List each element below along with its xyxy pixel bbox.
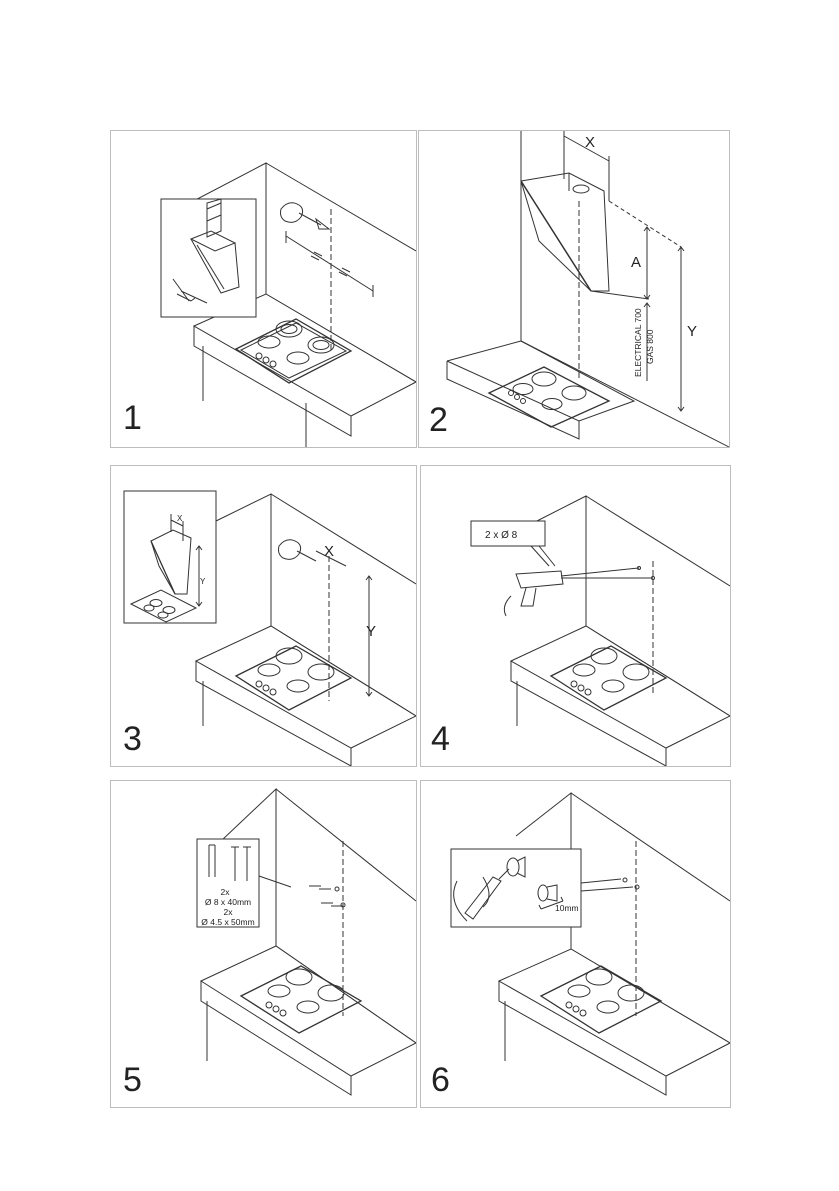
step-number: 3 bbox=[123, 720, 142, 758]
dimension-y-label: Y bbox=[366, 623, 376, 640]
step-3-panel: X Y X Y 3 bbox=[110, 465, 417, 767]
step-2-panel: X A Y ELECTRICAL 700 GAS 800 2 bbox=[418, 130, 730, 448]
step-4-panel: 2 x Ø 8 4 bbox=[420, 465, 731, 767]
plug-size-label: Ø 8 x 40mm bbox=[205, 897, 251, 907]
gap-label: 10mm bbox=[555, 903, 579, 913]
step-6-panel: 10mm 6 bbox=[420, 780, 731, 1108]
inset-x-label: X bbox=[177, 514, 183, 523]
dimension-a-label: A bbox=[631, 254, 641, 271]
step-number: 1 bbox=[123, 399, 142, 437]
step-1-illustration bbox=[160, 162, 416, 447]
screw-qty-label: 2x bbox=[224, 907, 234, 917]
step-5-illustration: 2x Ø 8 x 40mm 2x Ø 4.5 x 50mm bbox=[196, 787, 416, 1096]
step-5-panel: 2x Ø 8 x 40mm 2x Ø 4.5 x 50mm 5 bbox=[110, 780, 417, 1108]
step-number: 2 bbox=[429, 401, 448, 439]
plug-qty-label: 2x bbox=[221, 887, 231, 897]
step-2-illustration: X A Y ELECTRICAL 700 GAS 800 bbox=[446, 131, 729, 447]
step-4-illustration: 2 x Ø 8 bbox=[470, 495, 730, 766]
dimension-x-label: X bbox=[585, 134, 595, 151]
step-number: 6 bbox=[431, 1061, 450, 1099]
dimension-y-label: Y bbox=[687, 323, 697, 340]
step-number: 5 bbox=[123, 1061, 142, 1099]
step-1-panel: 1 bbox=[110, 130, 417, 448]
drill-callout-label: 2 x Ø 8 bbox=[485, 530, 518, 541]
step-number: 4 bbox=[431, 720, 450, 758]
step-3-illustration: X Y X Y bbox=[123, 490, 416, 766]
electrical-height-label: ELECTRICAL 700 bbox=[633, 308, 643, 377]
gas-height-label: GAS 800 bbox=[645, 329, 655, 364]
screw-size-label: Ø 4.5 x 50mm bbox=[201, 917, 254, 927]
step-6-illustration: 10mm bbox=[450, 791, 730, 1096]
inset-y-label: Y bbox=[200, 577, 206, 586]
dimension-x-label: X bbox=[324, 543, 334, 560]
